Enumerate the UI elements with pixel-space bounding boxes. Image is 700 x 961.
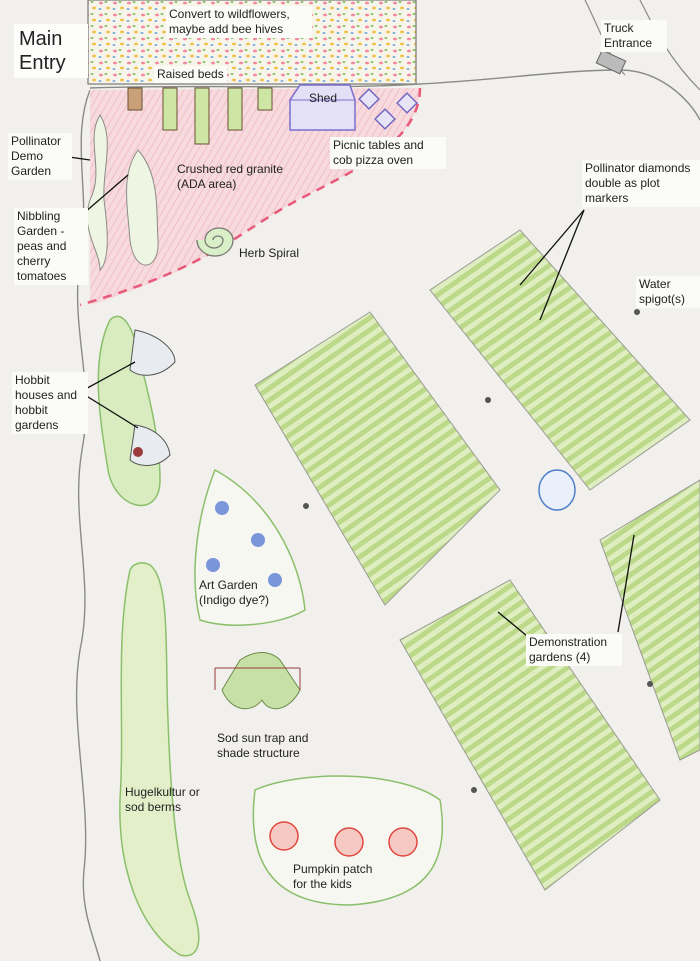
herb-spiral-label: Herb Spiral bbox=[239, 246, 300, 260]
hugelkultur-berm bbox=[119, 562, 200, 957]
hobbit-house-1 bbox=[129, 329, 176, 376]
water-spigot-label: Water spigot(s) bbox=[636, 276, 700, 308]
raised-beds bbox=[127, 87, 273, 145]
art-garden-label: Art Garden (Indigo dye?) bbox=[199, 578, 270, 607]
pollinator-demo-label: Pollinator Demo Garden bbox=[8, 133, 72, 180]
shed-icon bbox=[289, 84, 356, 131]
hobbit-label: Hobbit houses and hobbit gardens bbox=[12, 372, 88, 434]
hobbit-door bbox=[133, 447, 143, 457]
hugelkultur-label: Hugelkultur or sod berms bbox=[125, 785, 200, 814]
picnic-label: Picnic tables and cob pizza oven bbox=[330, 137, 446, 169]
indigo-plants-icon bbox=[206, 501, 282, 587]
truck-gate bbox=[595, 49, 627, 75]
picnic-tables-icon bbox=[358, 88, 418, 130]
pollinator-diamonds-label: Pollinator diamonds double as plot marke… bbox=[582, 160, 700, 207]
water-spigot-icons bbox=[303, 309, 653, 793]
demo-gardens-label: Demonstration gardens (4) bbox=[526, 634, 622, 666]
hobbit-house-2 bbox=[129, 424, 171, 466]
demo-plot-4 bbox=[599, 479, 700, 761]
demo-plot-1 bbox=[254, 311, 501, 606]
pollinator-demo-garden bbox=[86, 114, 108, 272]
pumpkin-icons bbox=[269, 821, 418, 857]
granite-dash-border bbox=[79, 87, 422, 307]
water-feature-icon bbox=[538, 469, 576, 511]
nibbling-garden bbox=[126, 149, 159, 266]
main-entry-label: Main Entry bbox=[14, 24, 88, 78]
leader-lines bbox=[54, 154, 635, 637]
demo-plot-2 bbox=[429, 229, 691, 491]
nibbling-garden-label: Nibbling Garden - peas and cherry tomato… bbox=[14, 208, 88, 285]
path-top-edge bbox=[89, 69, 700, 121]
wildflowers-label: Convert to wildflowers, maybe add bee hi… bbox=[166, 6, 312, 38]
herb-spiral-icon bbox=[196, 227, 234, 257]
sod-sun-trap-label: Sod sun trap and shade structure bbox=[217, 731, 309, 760]
demonstration-plots bbox=[254, 229, 700, 891]
truck-entrance-label: Truck Entrance bbox=[601, 20, 667, 52]
sod-sun-trap-icon bbox=[214, 652, 301, 710]
pumpkin-patch-label: Pumpkin patch for the kids bbox=[293, 862, 373, 891]
shed-label: Shed bbox=[309, 91, 338, 105]
raised-beds-label: Raised beds bbox=[154, 66, 227, 83]
demo-plot-3 bbox=[399, 579, 661, 891]
crushed-granite-label: Crushed red granite (ADA area) bbox=[177, 162, 284, 191]
